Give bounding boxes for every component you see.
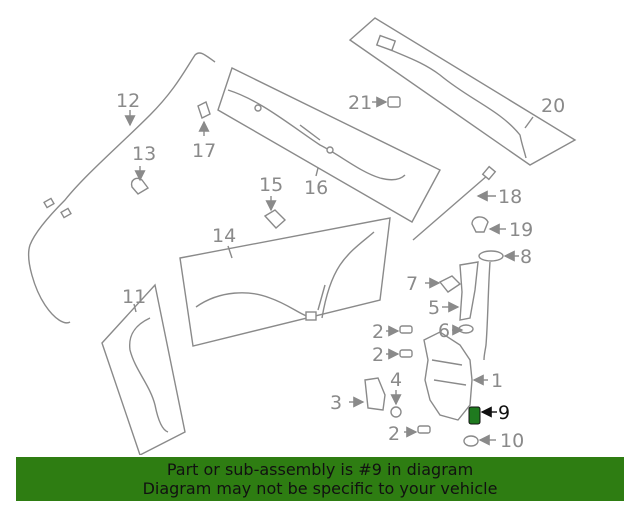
part-21-clip <box>387 96 401 108</box>
part-13-clip <box>130 177 150 195</box>
panel-14-hose <box>179 217 391 347</box>
parts-diagram: 12 13 17 15 16 21 20 18 19 14 8 7 11 5 6… <box>28 17 577 455</box>
callout-3: 3 <box>330 392 342 414</box>
callout-18: 18 <box>498 186 522 208</box>
part-10-grommet <box>463 435 479 447</box>
panel-11-hose <box>101 283 186 455</box>
banner-line-1: Part or sub-assembly is #9 in diagram <box>166 460 474 479</box>
callout-11: 11 <box>122 286 146 308</box>
part-5-neck <box>459 261 479 321</box>
callout-17: 17 <box>192 140 216 162</box>
part-6-ring <box>458 324 474 334</box>
callout-2c: 2 <box>388 423 400 445</box>
callout-10: 10 <box>500 430 524 452</box>
callout-21: 21 <box>348 92 372 114</box>
part-8-cap <box>478 250 504 361</box>
part-15-nozzle <box>263 209 287 229</box>
panel-16-hose <box>217 67 441 223</box>
part-7-clip <box>438 275 462 293</box>
part-1-reservoir <box>423 331 473 421</box>
hose-12 <box>28 52 216 324</box>
callout-15: 15 <box>259 174 283 196</box>
part-3-bracket <box>364 377 386 411</box>
callout-8: 8 <box>520 246 532 268</box>
part-19-clip <box>471 216 489 233</box>
part-4-nut <box>390 406 402 418</box>
callout-6: 6 <box>438 320 450 342</box>
callout-1: 1 <box>491 370 503 392</box>
callout-14: 14 <box>212 225 236 247</box>
callout-9[interactable]: 9 <box>498 402 510 424</box>
callout-4: 4 <box>390 369 402 391</box>
info-banner: Part or sub-assembly is #9 in diagram Di… <box>16 457 624 501</box>
part-2-bolts <box>399 325 431 434</box>
callout-12: 12 <box>116 90 140 112</box>
banner-line-2: Diagram may not be specific to your vehi… <box>142 479 498 498</box>
panel-20-hose <box>348 17 577 166</box>
part-17-clip <box>197 101 211 119</box>
callout-2a: 2 <box>372 321 384 343</box>
part-9-pump[interactable] <box>468 406 481 425</box>
callout-5: 5 <box>428 297 440 319</box>
callout-20: 20 <box>541 95 565 117</box>
callout-13: 13 <box>132 143 156 165</box>
callout-16: 16 <box>304 177 328 199</box>
callout-19: 19 <box>509 219 533 241</box>
callout-2b: 2 <box>372 344 384 366</box>
callout-7: 7 <box>406 273 418 295</box>
part-18-rod <box>412 165 497 241</box>
